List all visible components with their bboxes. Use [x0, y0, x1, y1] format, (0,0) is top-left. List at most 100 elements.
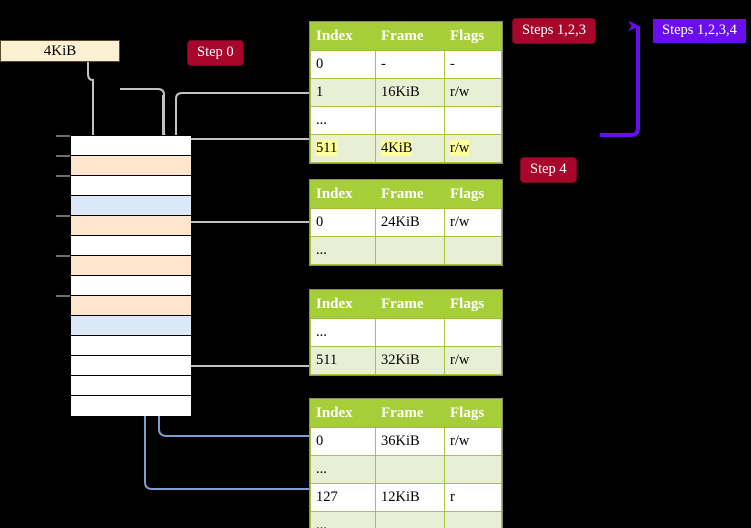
column-header-flags: Flags: [444, 399, 502, 428]
memory-frame-row: [71, 136, 191, 156]
wire-steps-bracket: [600, 20, 640, 137]
wire-pml4-511-to-memory: [120, 88, 311, 140]
badge-steps-123-label: Steps 1,2,3: [522, 22, 587, 38]
cell-index: ...: [310, 511, 376, 528]
cell-flags: r: [444, 483, 502, 512]
cell-frame: 24KiB: [375, 208, 445, 237]
cell-flags: r/w: [444, 427, 502, 456]
cell-index: 0: [310, 427, 376, 456]
cell-frame: [375, 455, 445, 484]
cell-index: ...: [310, 236, 376, 265]
badge-steps-123: Steps 1,2,3: [513, 19, 596, 43]
cell-frame: 36KiB: [375, 427, 445, 456]
cell-frame: 32KiB: [375, 346, 445, 375]
memory-frame-row: [71, 376, 191, 396]
cell-frame: 4KiB: [375, 134, 445, 163]
table-row: ...: [310, 236, 502, 265]
column-header-index: Index: [310, 22, 376, 51]
cell-frame: [375, 318, 445, 347]
cell-flags: [444, 106, 502, 135]
column-header-index: Index: [310, 290, 376, 319]
table-row: ...: [310, 511, 502, 528]
badge-step-4-label: Step 4: [530, 161, 567, 177]
memory-frame-row: [71, 156, 191, 176]
cell-frame: 12KiB: [375, 483, 445, 512]
wire-pdpt-0-to-memory: [175, 221, 311, 252]
column-header-index: Index: [310, 180, 376, 209]
cell-index: 0: [310, 208, 376, 237]
wire-pml4-1-to-memory: [175, 92, 311, 100]
column-header-frame: Frame: [375, 180, 445, 209]
cell-index: 0: [310, 50, 376, 79]
table-row: 511 4KiB r/w: [310, 134, 502, 163]
cell-frame: 16KiB: [375, 78, 445, 107]
cell-flags: r/w: [444, 134, 502, 163]
cell-index: ...: [310, 318, 376, 347]
cell-index: ...: [310, 106, 376, 135]
badge-step-0: Step 0: [188, 41, 243, 65]
cell-flags: r/w: [444, 346, 502, 375]
memory-frame-row: [71, 356, 191, 376]
memory-frame-row: [71, 276, 191, 296]
wire-pd-511-to-memory: [169, 314, 311, 367]
cell-flags: [444, 236, 502, 265]
table-row: 0--: [310, 50, 502, 79]
highlighted-value: 4KiB: [381, 139, 413, 156]
cell-flags: r/w: [444, 208, 502, 237]
memory-scale-tick: [56, 215, 70, 217]
memory-frame-row: [71, 176, 191, 196]
column-header-flags: Flags: [444, 180, 502, 209]
cell-flags: r/w: [444, 78, 502, 107]
badge-step-4: Step 4: [521, 158, 576, 182]
badge-steps-1234: Steps 1,2,3,4: [653, 19, 746, 43]
badge-steps-1234-label: Steps 1,2,3,4: [662, 22, 737, 38]
memory-frame-row: [71, 336, 191, 356]
cell-flags: [444, 455, 502, 484]
highlighted-value: r/w: [450, 139, 470, 156]
cell-frame: [375, 511, 445, 528]
highlighted-value: 511: [316, 139, 338, 156]
physical-memory-column: [70, 135, 191, 416]
cell-index: 511: [310, 346, 376, 375]
size-label-text: 4KiB: [43, 42, 77, 59]
memory-scale-tick: [56, 155, 70, 157]
badge-step-0-label: Step 0: [197, 44, 234, 60]
memory-frame-row: [71, 196, 191, 216]
column-header-frame: Frame: [375, 290, 445, 319]
size-label-4kib: 4KiB: [0, 40, 120, 62]
cell-index: 1: [310, 78, 376, 107]
cell-flags: [444, 511, 502, 528]
cell-flags: -: [444, 50, 502, 79]
memory-frame-row: [71, 296, 191, 316]
cell-index: 511: [310, 134, 376, 163]
memory-scale-tick: [56, 295, 70, 297]
memory-frame-row: [71, 236, 191, 256]
table-row: ...: [310, 318, 502, 347]
memory-frame-row: [71, 256, 191, 276]
memory-frame-row: [71, 396, 191, 416]
column-header-index: Index: [310, 399, 376, 428]
memory-frame-row: [71, 216, 191, 236]
cell-frame: [375, 106, 445, 135]
memory-frame-row: [71, 316, 191, 336]
cell-frame: -: [375, 50, 445, 79]
memory-scale-tick: [56, 135, 70, 137]
memory-scale-tick: [56, 175, 70, 177]
column-header-frame: Frame: [375, 399, 445, 428]
column-header-flags: Flags: [444, 290, 502, 319]
cell-index: 127: [310, 483, 376, 512]
